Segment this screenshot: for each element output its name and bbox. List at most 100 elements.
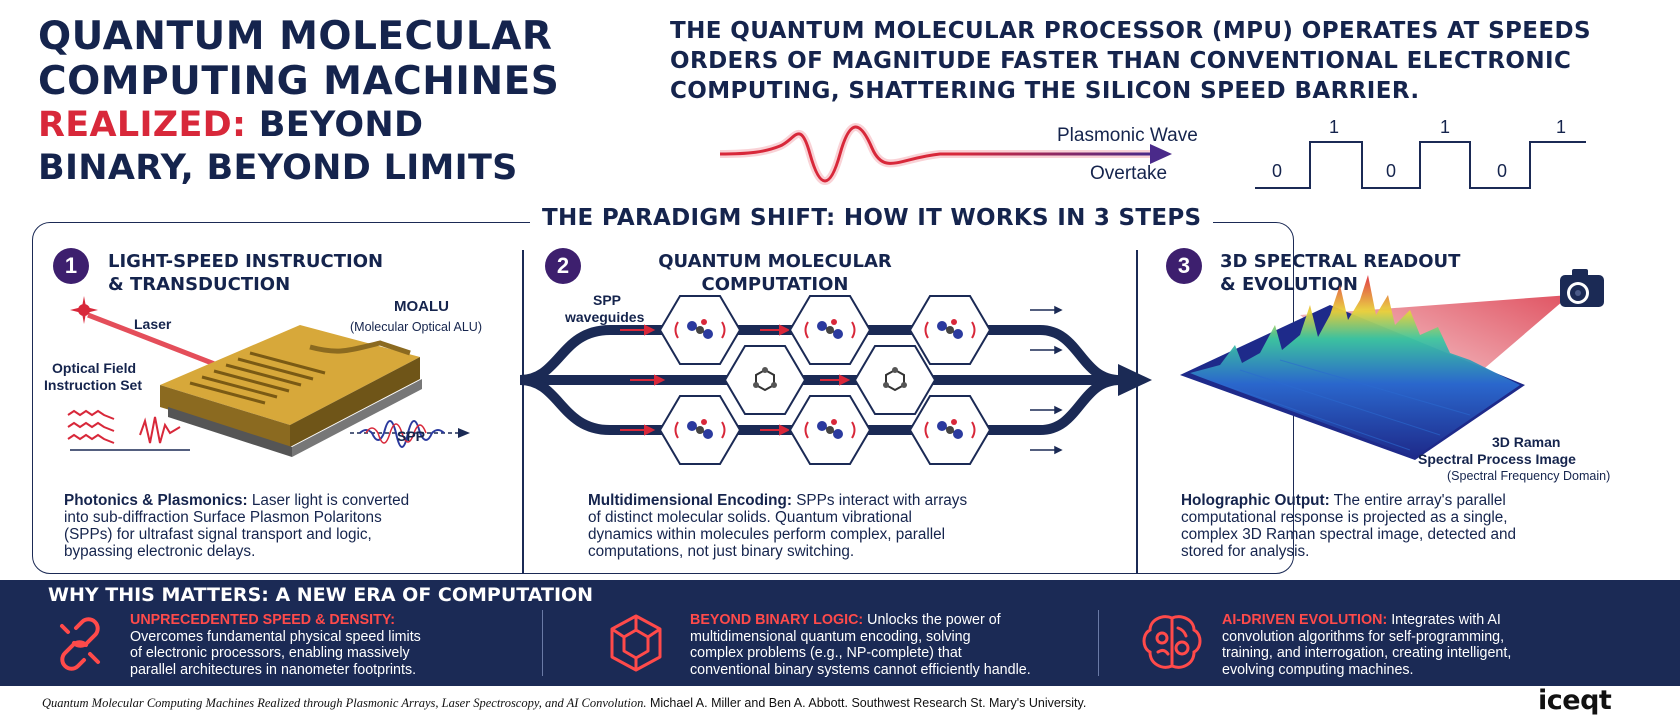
brain-gear-icon [1142,615,1202,669]
laser-star-icon [70,296,98,324]
why-it-matters-banner [0,580,1680,686]
moalu-chip-illustration [67,296,470,457]
benefit-speed-line: of electronic processors, enabling massi… [130,645,410,661]
label-waveguides: waveguides [565,309,645,325]
title-line-4: BINARY, BEYOND LIMITS [38,148,518,188]
step-1-title: LIGHT-SPEED INSTRUCTION & TRANSDUCTION [108,250,383,296]
lead-statement: THE QUANTUM MOLECULAR PROCESSOR (MPU) OP… [670,16,1591,106]
main-title: QUANTUM MOLECULAR COMPUTING MACHINES REA… [38,14,598,190]
benefit-ai-line: evolving computing machines. [1222,661,1414,678]
step-3-desc-line: stored for analysis. [1181,543,1310,560]
benefit-ai-line: training, and interrogation, creating in… [1222,645,1512,661]
brand-logo: iceqt [1538,685,1612,716]
plasmonic-wave-diagram [719,123,1586,189]
title-line-3: REALIZED: BEYOND [38,104,598,147]
raman-spectral-surface [1180,269,1604,460]
molecule-icons [674,319,976,439]
binary-digit: 0 [1272,161,1283,181]
chain-link-icon [60,617,100,671]
step-3-description: Holographic Output: The entire array's p… [1181,492,1516,560]
step-2-description: Multidimensional Encoding: SPPs interact… [588,492,967,560]
lead-line-3: COMPUTING, SHATTERING THE SILICON SPEED … [670,78,1420,104]
step-divider [1136,250,1138,574]
benefit-beyond-binary-line: complex problems (e.g., NP-complete) tha… [690,645,962,661]
banner-title: WHY THIS MATTERS: A NEW ERA OF COMPUTATI… [48,584,594,606]
title-beyond: BEYOND [246,105,424,145]
benefit-speed-line: Overcomes fundamental physical speed lim… [130,628,421,645]
camera-icon [1560,269,1604,307]
label-spp: SPP [593,292,622,308]
molecular-waveguide-array [520,295,1152,465]
step-1-desc-line: Laser light is converted [247,492,410,509]
step-3-title: 3D SPECTRAL READOUT & EVOLUTION [1220,250,1460,296]
banner-divider [1098,610,1099,676]
chip-side [290,357,420,447]
citation-authors: Michael A. Miller and Ben A. Abbott. Sou… [646,696,1087,710]
benefit-ai-line: convolution algorithms for self-programm… [1222,628,1505,645]
step-1-desc-heading: Photonics & Plasmonics: [64,492,248,509]
benefit-ai-evolution: AI-DRIVEN EVOLUTION: Integrates with AI … [1222,612,1511,678]
step-2-desc-line: dynamics within molecules perform comple… [588,526,946,543]
chip-front [160,385,290,447]
wave-label-overtake: Overtake [1090,163,1168,184]
citation-footer: Quantum Molecular Computing Machines Rea… [42,696,1086,711]
step-3-title-line: & EVOLUTION [1220,274,1358,295]
benefit-beyond-binary-line: conventional binary systems cannot effic… [690,661,1031,678]
step-2-desc-heading: Multidimensional Encoding: [588,492,792,509]
step-2-desc-line: computations, not just binary switching. [588,543,855,560]
benefit-ai-line: Integrates with AI [1387,612,1501,628]
step-3-desc-heading: Holographic Output: [1181,492,1330,509]
step-1-badge: 1 [53,248,89,284]
step-3-desc-line: complex 3D Raman spectral image, detecte… [1181,526,1517,543]
wave-arrowhead [1150,144,1172,164]
benefit-speed: UNPRECEDENTED SPEED & DENSITY: Overcomes… [130,612,421,678]
label-laser: Laser [134,316,172,332]
binary-digit: 1 [1329,117,1340,137]
spectral-peaks [1190,275,1520,457]
title-realized: REALIZED: [38,105,247,145]
plasmonic-wave [719,125,1150,183]
benefit-beyond-binary-heading: BEYOND BINARY LOGIC: [690,612,864,628]
step-2-badge: 2 [545,248,581,284]
citation-title: Quantum Molecular Computing Machines Rea… [42,696,647,710]
title-line-2: COMPUTING MACHINES [38,59,560,104]
laser-beam [87,312,231,373]
binary-digit: 0 [1386,161,1397,181]
binary-digit: 1 [1440,117,1451,137]
step-2-desc-line: SPPs interact with arrays [791,492,968,509]
benefit-beyond-binary: BEYOND BINARY LOGIC: Unlocks the power o… [690,612,1031,678]
step-3-desc-line: computational response is projected as a… [1181,509,1508,526]
benefit-beyond-binary-line: multidimensional quantum encoding, solvi… [690,628,971,645]
step-1-description: Photonics & Plasmonics: Laser light is c… [64,492,409,560]
step-3-badge: 3 [1166,248,1202,284]
step-2-title-line: QUANTUM MOLECULAR [658,251,892,272]
benefit-beyond-binary-line: Unlocks the power of [863,612,1001,628]
step-3-title-line: 3D SPECTRAL READOUT [1220,251,1461,272]
label-raman-subtitle: Spectral Process Image [1418,451,1576,467]
binary-square-wave [1255,141,1586,189]
binary-digit: 1 [1556,117,1567,137]
label-moalu-sub: (Molecular Optical ALU) [350,320,482,334]
label-instruction-set: Instruction Set [44,377,143,393]
step-1-desc-line: (SPPs) for ultrafast signal transport an… [64,526,372,543]
benefit-speed-heading: UNPRECEDENTED SPEED & DENSITY: [130,612,396,628]
step-1-title-line: & TRANSDUCTION [108,274,291,295]
step-2-desc-line: of distinct molecular solids. Quantum vi… [588,509,912,526]
banner-divider [542,610,543,676]
benefit-ai-heading: AI-DRIVEN EVOLUTION: [1222,612,1388,628]
step-1-title-line: LIGHT-SPEED INSTRUCTION [108,251,384,272]
step-1-desc-line: bypassing electronic delays. [64,543,256,560]
step-3-desc-line: The entire array's parallel [1329,492,1506,509]
cube-icon [610,614,662,672]
section-title: THE PARADIGM SHIFT: HOW IT WORKS IN 3 ST… [530,205,1214,231]
label-raman-domain: (Spectral Frequency Domain) [1447,469,1611,483]
step-2-title-line: COMPUTATION [701,274,849,295]
label-raman-title: 3D Raman [1492,434,1561,450]
title-line-1: QUANTUM MOLECULAR [38,14,553,59]
lead-line-1: THE QUANTUM MOLECULAR PROCESSOR (MPU) OP… [670,18,1591,44]
step-1-desc-line: into sub-diffraction Surface Plasmon Pol… [64,509,382,526]
label-spp: SPP [397,428,426,444]
label-optical-field: Optical Field [52,360,137,376]
binary-digit: 0 [1497,161,1508,181]
output-arrowhead [1118,364,1152,396]
